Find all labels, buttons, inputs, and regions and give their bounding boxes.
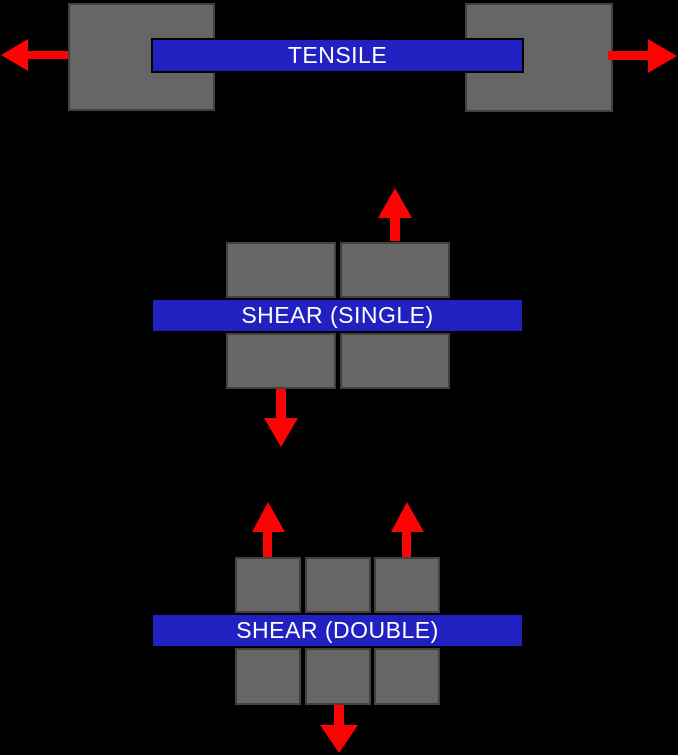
tensile-bar: TENSILE: [151, 38, 524, 73]
shear-double-up-arrow-right-icon: [390, 501, 425, 558]
shear-single-bar: SHEAR (SINGLE): [151, 298, 524, 333]
arrow-shape: [608, 39, 677, 73]
tensile-label: TENSILE: [287, 42, 388, 68]
tensile-left-arrow-icon: [0, 37, 70, 73]
shear-single-down-arrow-icon: [263, 389, 301, 448]
shear-double-plate-bottom-right: [374, 648, 440, 705]
arrow-shape: [264, 389, 298, 447]
arrow-shape: [378, 188, 412, 241]
shear-double-plate-top-middle: [305, 557, 371, 613]
shear-double-up-arrow-left-icon: [251, 501, 286, 558]
shear-double-plate-bottom-left: [235, 648, 301, 705]
shear-single-plate-top-left: [226, 242, 336, 298]
shear-single-plate-bottom-left: [226, 333, 336, 389]
shear-single-plate-bottom-right: [340, 333, 450, 389]
arrow-shape: [252, 502, 285, 557]
arrow-shape: [391, 502, 424, 557]
shear-double-bar: SHEAR (DOUBLE): [151, 613, 524, 648]
arrow-shape: [1, 39, 68, 71]
arrow-shape: [320, 705, 358, 753]
shear-single-label: SHEAR (SINGLE): [241, 302, 434, 328]
shear-single-plate-top-right: [340, 242, 450, 298]
shear-double-plate-bottom-middle: [305, 648, 371, 705]
shear-double-label: SHEAR (DOUBLE): [236, 617, 439, 643]
shear-double-plate-top-left: [235, 557, 301, 613]
tensile-right-arrow-icon: [608, 38, 678, 74]
shear-double-plate-top-right: [374, 557, 440, 613]
shear-double-down-arrow-icon: [319, 705, 359, 754]
shear-single-up-arrow-icon: [376, 187, 414, 242]
